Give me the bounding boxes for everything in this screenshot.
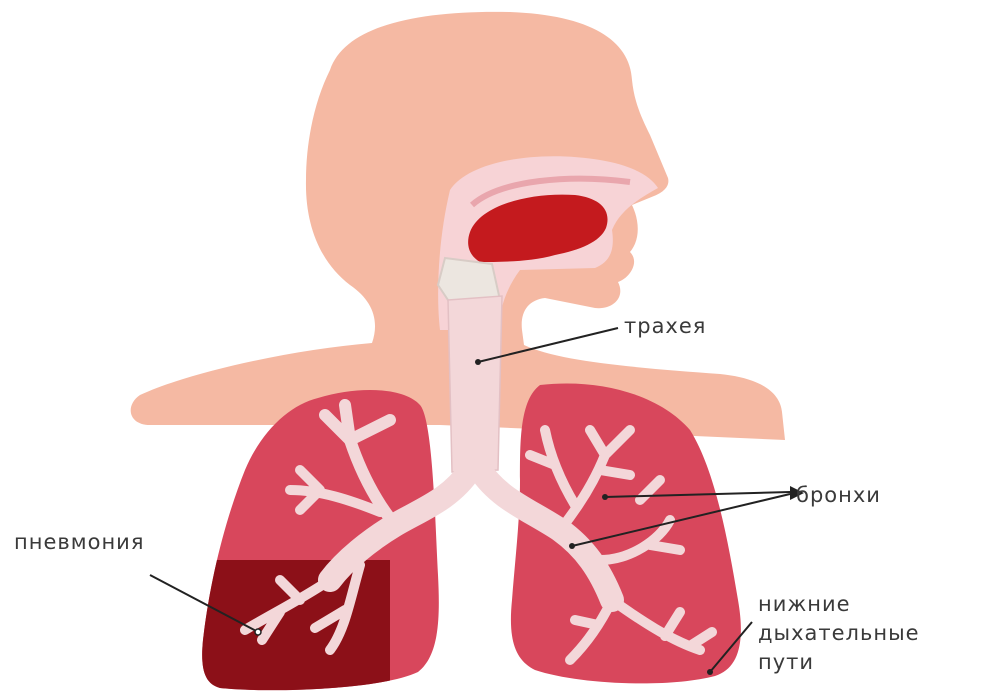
trachea-label: трахея xyxy=(624,316,706,337)
lower-airways-line-1: нижние xyxy=(758,590,920,619)
trachea xyxy=(448,296,502,472)
lower-airways-label: нижние дыхательные пути xyxy=(758,590,920,677)
pneumonia-label: пневмония xyxy=(14,532,144,553)
lower-airways-line-3: пути xyxy=(758,648,920,677)
bronchi-label: бронхи xyxy=(796,485,881,506)
lower-airways-line-2: дыхательные xyxy=(758,619,920,648)
